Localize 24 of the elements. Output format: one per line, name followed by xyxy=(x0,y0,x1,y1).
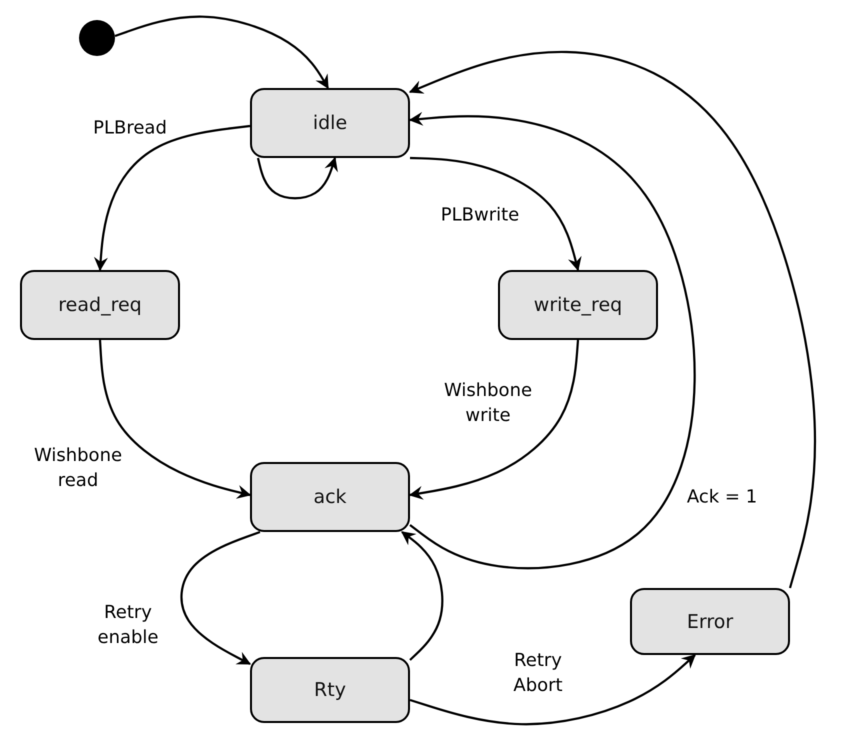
transition-arrow xyxy=(410,156,582,272)
state-box xyxy=(630,588,790,655)
state-box xyxy=(250,657,410,723)
transition-arrow xyxy=(401,531,444,661)
state-name: idle xyxy=(312,112,348,134)
state-box xyxy=(498,270,658,340)
state-name: Error xyxy=(686,610,734,632)
state-name: ack xyxy=(313,486,347,508)
transition-arrow xyxy=(94,124,250,272)
state-name: Rty xyxy=(314,679,346,701)
initial-state-dot xyxy=(79,20,115,56)
transition-arrow xyxy=(408,50,816,588)
transition-arrow xyxy=(408,112,696,570)
state-box xyxy=(20,270,180,340)
transition-arrow xyxy=(180,530,260,665)
state-box xyxy=(250,88,410,158)
transition-arrow xyxy=(98,340,252,499)
state-box xyxy=(250,462,410,532)
state-name: read_req xyxy=(58,294,142,316)
transition-arrow xyxy=(410,654,696,726)
transition-arrow xyxy=(256,156,338,200)
transition-arrow xyxy=(408,340,580,500)
state-name: write_req xyxy=(534,294,622,316)
transition-arrow xyxy=(114,16,329,89)
